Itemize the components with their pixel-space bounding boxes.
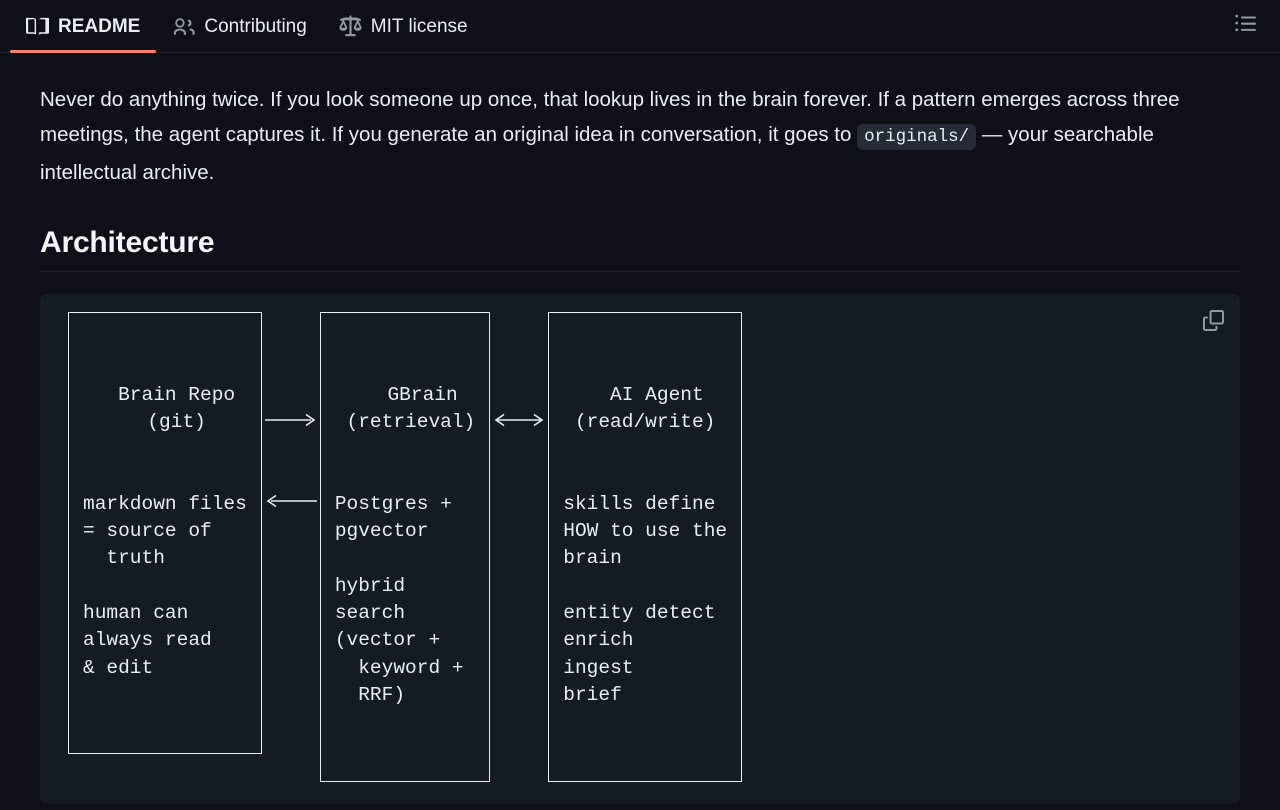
diagram-box-brain-repo: Brain Repo (git) markdown files = source… <box>68 312 262 755</box>
diagram-box-ai-agent: AI Agent (read/write) skills define HOW … <box>548 312 743 782</box>
tab-readme-label: README <box>58 16 141 37</box>
diagram-box-gbrain-body: Postgres + pgvector hybrid search (vecto… <box>334 492 464 706</box>
tab-mit-license-label: MIT license <box>370 16 468 37</box>
readme-content: Never do anything twice. If you look som… <box>0 82 1280 810</box>
tabbar-divider <box>0 52 1280 53</box>
people-icon <box>172 15 195 38</box>
diagram-box-gbrain: GBrain (retrieval) Postgres + pgvector h… <box>319 312 491 782</box>
book-icon <box>26 15 49 38</box>
diagram-box-gbrain-title: GBrain (retrieval) <box>346 383 476 433</box>
arrow-gbrain-to-agent-icon <box>491 413 547 427</box>
copy-icon[interactable] <box>1196 304 1230 336</box>
tab-contributing[interactable]: Contributing <box>156 0 322 53</box>
architecture-code-block: Brain Repo (git) markdown files = source… <box>40 294 1240 804</box>
intro-text-part2: — your searchable intellectual archive. <box>40 123 1154 184</box>
diagram-connectors-right <box>490 312 548 782</box>
arrow-repo-to-gbrain-icon <box>263 413 319 427</box>
diagram-box-brain-repo-title: Brain Repo (git) <box>118 383 236 433</box>
tab-mit-license[interactable]: MIT license <box>323 0 484 53</box>
list-unordered-icon <box>1234 12 1256 39</box>
diagram-box-ai-agent-title: AI Agent (read/write) <box>574 383 716 433</box>
intro-text-part1: Never do anything twice. If you look som… <box>40 88 1180 146</box>
page-title-architecture: Architecture <box>40 226 1240 272</box>
file-tabbar: README Contributing MIT license <box>0 0 1280 53</box>
diagram-box-ai-agent-body: skills define HOW to use the brain entit… <box>563 492 728 706</box>
tab-contributing-label: Contributing <box>204 16 307 37</box>
tab-readme[interactable]: README <box>10 0 157 53</box>
diagram-box-brain-repo-body: markdown files = source of truth human c… <box>83 492 247 679</box>
arrow-gbrain-to-repo-icon <box>263 494 319 508</box>
scale-icon <box>339 15 362 38</box>
inline-code-originals: originals/ <box>857 124 977 150</box>
table-of-contents-button[interactable] <box>1228 8 1262 42</box>
architecture-diagram: Brain Repo (git) markdown files = source… <box>56 312 1224 782</box>
diagram-connectors-left <box>262 312 320 782</box>
intro-paragraph: Never do anything twice. If you look som… <box>40 82 1205 190</box>
